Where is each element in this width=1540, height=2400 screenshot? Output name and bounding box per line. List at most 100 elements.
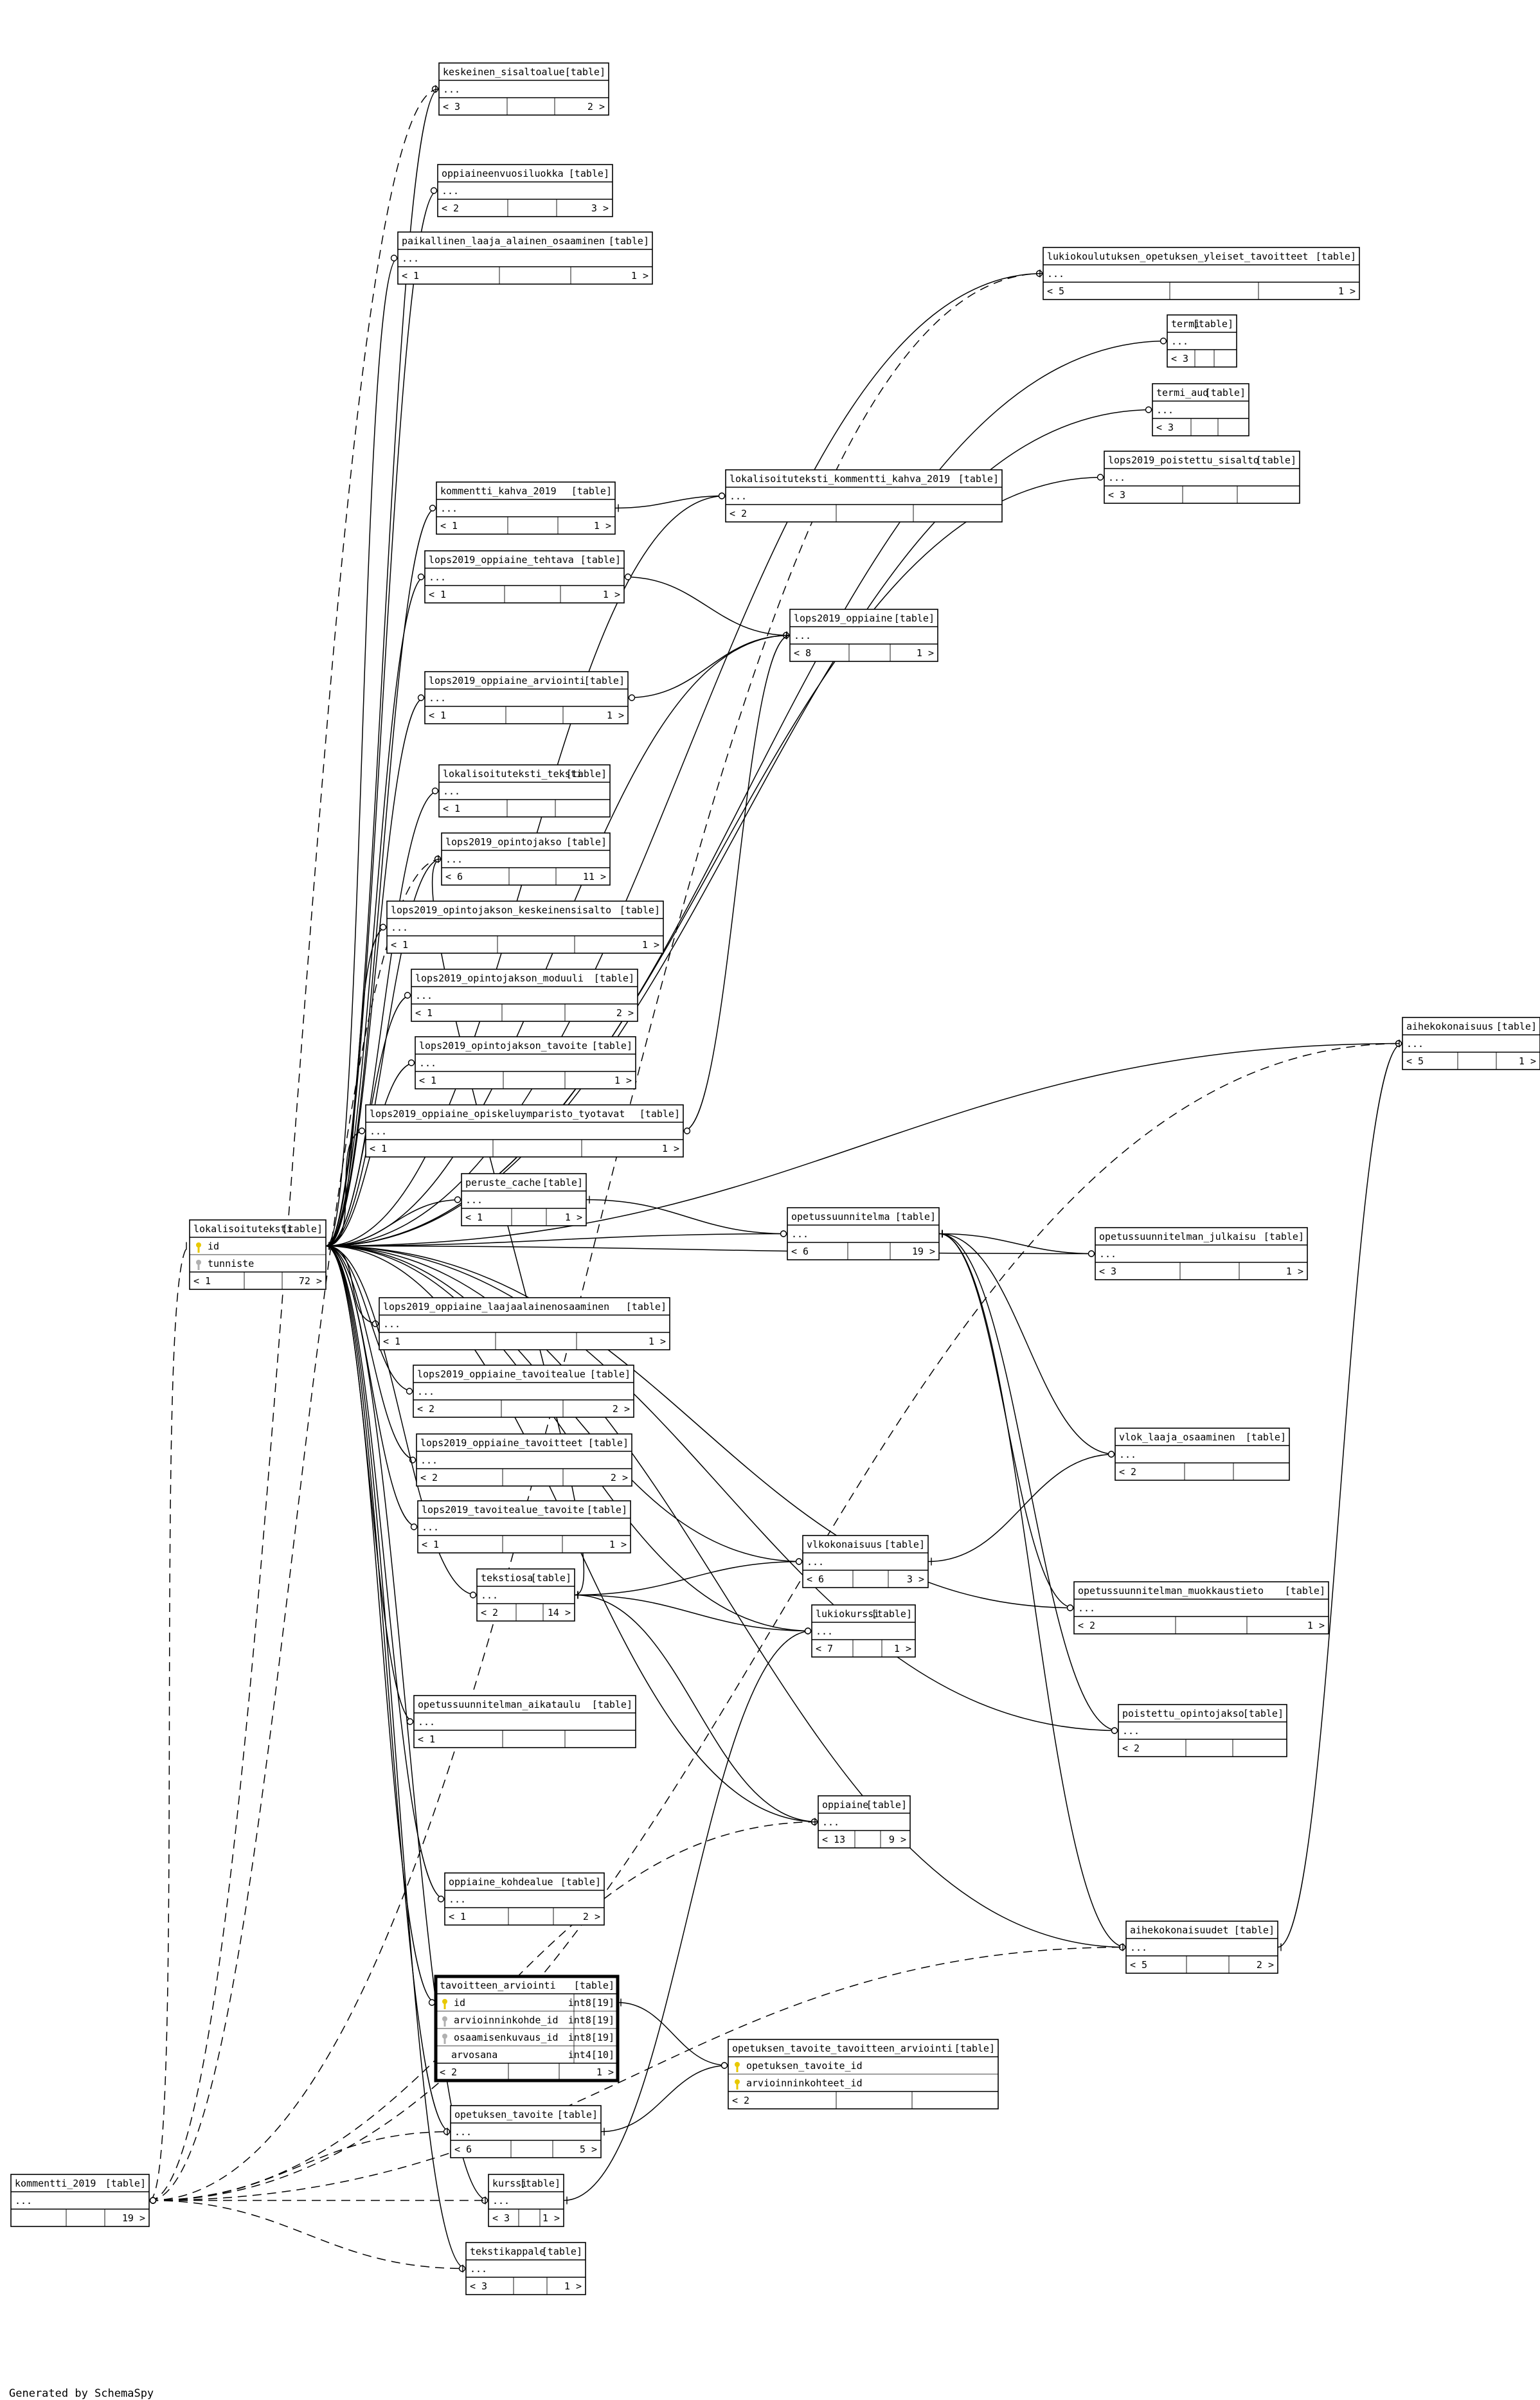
table-name: lops2019_oppiaine_laajaalainenosaaminen <box>383 1301 609 1312</box>
relationship-line <box>938 1233 1096 1255</box>
table-name: peruste_cache <box>465 1177 541 1188</box>
column-placeholder: ... <box>1108 472 1125 483</box>
parent-count: < 1 <box>193 1275 211 1287</box>
zero-or-many-marker <box>406 1718 414 1725</box>
table-lops2019-oppiaine-arviointi[interactable]: lops2019_oppiaine_arviointi[table]...< 1… <box>424 671 629 724</box>
table-paikallinen-laaja-alainen-osaaminen[interactable]: paikallinen_laaja_alainen_osaaminen[tabl… <box>397 231 653 285</box>
table-lops2019-opintojakson-moduuli[interactable]: lops2019_opintojakson_moduuli[table]...<… <box>411 969 638 1022</box>
table-name: opetuksen_tavoite_tavoitteen_arviointi <box>732 2043 953 2054</box>
child-count: 1 > <box>917 647 934 659</box>
table-opetussuunnitelman-aikataulu[interactable]: opetussuunnitelman_aikataulu[table]...< … <box>413 1695 636 1748</box>
parent-count: < 1 <box>391 939 408 951</box>
table-box <box>1073 1581 1329 1634</box>
table-lops2019-oppiaine-tavoitteet[interactable]: lops2019_oppiaine_tavoitteet[table]...< … <box>416 1433 632 1487</box>
table-tag: [table] <box>557 2109 598 2120</box>
column-placeholder: ... <box>402 253 419 264</box>
table-box <box>1104 451 1300 504</box>
parent-count: < 1 <box>429 589 446 600</box>
column-placeholder: ... <box>1406 1038 1424 1050</box>
column-name: arvioinninkohde_id <box>454 2014 559 2026</box>
table-name: lops2019_opintojakson_keskeinensisalto <box>391 904 611 916</box>
relationship-line <box>148 858 442 2201</box>
parent-count: < 7 <box>816 1643 833 1654</box>
table-lukiokoulutuksen-opetuksen-yleiset-tavoitteet[interactable]: lukiokoulutuksen_opetuksen_yleiset_tavoi… <box>1043 247 1360 300</box>
table-box <box>413 1365 634 1418</box>
table-poistettu-opintojakso[interactable]: poistettu_opintojakso[table]...< 2 <box>1118 1704 1287 1757</box>
table-vlok-laaja-osaaminen[interactable]: vlok_laaja_osaaminen[table]...< 2 <box>1115 1428 1290 1481</box>
parent-count: < 8 <box>794 647 811 659</box>
parent-count: < 2 <box>417 1403 434 1415</box>
column-placeholder: ... <box>443 785 460 797</box>
relationship-line <box>325 1245 1119 1732</box>
table-opetussuunnitelman-julkaisu[interactable]: opetussuunnitelman_julkaisu[table]...< 3… <box>1095 1227 1308 1280</box>
table-tag: [table] <box>592 1040 632 1052</box>
zero-or-many-marker <box>780 1230 787 1237</box>
table-box <box>1095 1227 1308 1280</box>
relationship-line <box>148 2199 467 2270</box>
table-lops2019-oppiaine-tavoitealue[interactable]: lops2019_oppiaine_tavoitealue[table]...<… <box>413 1365 634 1418</box>
table-name: opetussuunnitelman_julkaisu <box>1099 1231 1256 1242</box>
table-tag: [table] <box>531 1572 571 1584</box>
column-placeholder: ... <box>1119 1449 1136 1460</box>
table-lops2019-oppiaine-laajaalainenosaaminen[interactable]: lops2019_oppiaine_laajaalainenosaaminen [… <box>379 1297 670 1350</box>
table-opetuksen-tavoite-tavoitteen-arviointi[interactable]: opetuksen_tavoite_tavoitteen_arviointi[t… <box>728 2039 999 2109</box>
column-placeholder: ... <box>370 1125 387 1137</box>
generated-by-footer: Generated by SchemaSpy <box>9 2387 154 2400</box>
table-kommentti-2019[interactable]: kommentti_2019[table]...19 > <box>10 2174 150 2227</box>
relationship-line <box>325 1199 462 1247</box>
table-tag: [table] <box>894 613 935 624</box>
zero-or-many-marker <box>417 694 425 701</box>
relationship-line <box>325 926 388 1247</box>
table-lops2019-tavoitealue-tavoite[interactable]: lops2019_tavoitealue_tavoite[table]...< … <box>417 1500 631 1554</box>
zero-or-many-marker <box>804 1627 812 1634</box>
table-tag: [table] <box>569 168 609 179</box>
table-lokalisoituteksti-kommentti-kahva-2019[interactable]: lokalisoituteksti_kommentti_kahva_2019[t… <box>725 469 1003 523</box>
parent-count: < 2 <box>420 1472 438 1483</box>
table-name: opetuksen_tavoite <box>454 2109 553 2120</box>
table-termi-aud[interactable]: termi_aud[table]...< 3 <box>1152 383 1249 436</box>
table-lokalisoituteksti-teksti[interactable]: lokalisoituteksti_teksti[table]...< 1 <box>438 764 611 818</box>
table-name: lops2019_oppiaine_tavoitealue <box>417 1368 586 1380</box>
table-lops2019-opintojakson-tavoite[interactable]: lops2019_opintojakson_tavoite[table]...<… <box>415 1036 636 1089</box>
table-lops2019-opintojakson-keskeinensisalto[interactable]: lops2019_opintojakson_keskeinensisalto[t… <box>386 900 664 954</box>
table-name: lops2019_opintojakson_tavoite <box>419 1040 587 1052</box>
table-tag: [table] <box>895 1211 936 1222</box>
column-placeholder: ... <box>492 2195 510 2207</box>
table-box <box>1125 1921 1278 1974</box>
primary-key-icon <box>442 1999 447 2009</box>
table-termi[interactable]: termi[table]...< 3 <box>1167 314 1237 368</box>
column-placeholder: ... <box>418 1716 435 1728</box>
zero-or-many-marker <box>379 924 387 931</box>
table-name: lops2019_oppiaine_opiskeluymparisto_tyot… <box>370 1108 625 1120</box>
table-lops2019-oppiaine-opiskeluymparisto-tyotavat[interactable]: lops2019_oppiaine_opiskeluymparisto_tyot… <box>365 1104 684 1158</box>
relationship-line <box>148 1245 190 2201</box>
child-count: 14 > <box>548 1607 571 1618</box>
table-tag: [table] <box>626 1301 667 1312</box>
table-box <box>465 2242 586 2295</box>
zero-or-many-marker <box>469 1591 477 1599</box>
table-opetussuunnitelman-muokkaustieto[interactable]: opetussuunnitelman_muokkaustieto[table].… <box>1073 1581 1329 1634</box>
relationship-line <box>938 1233 1119 1732</box>
table-lops2019-poistettu-sisalto[interactable]: lops2019_poistettu_sisalto[table]...< 3 <box>1104 451 1300 504</box>
